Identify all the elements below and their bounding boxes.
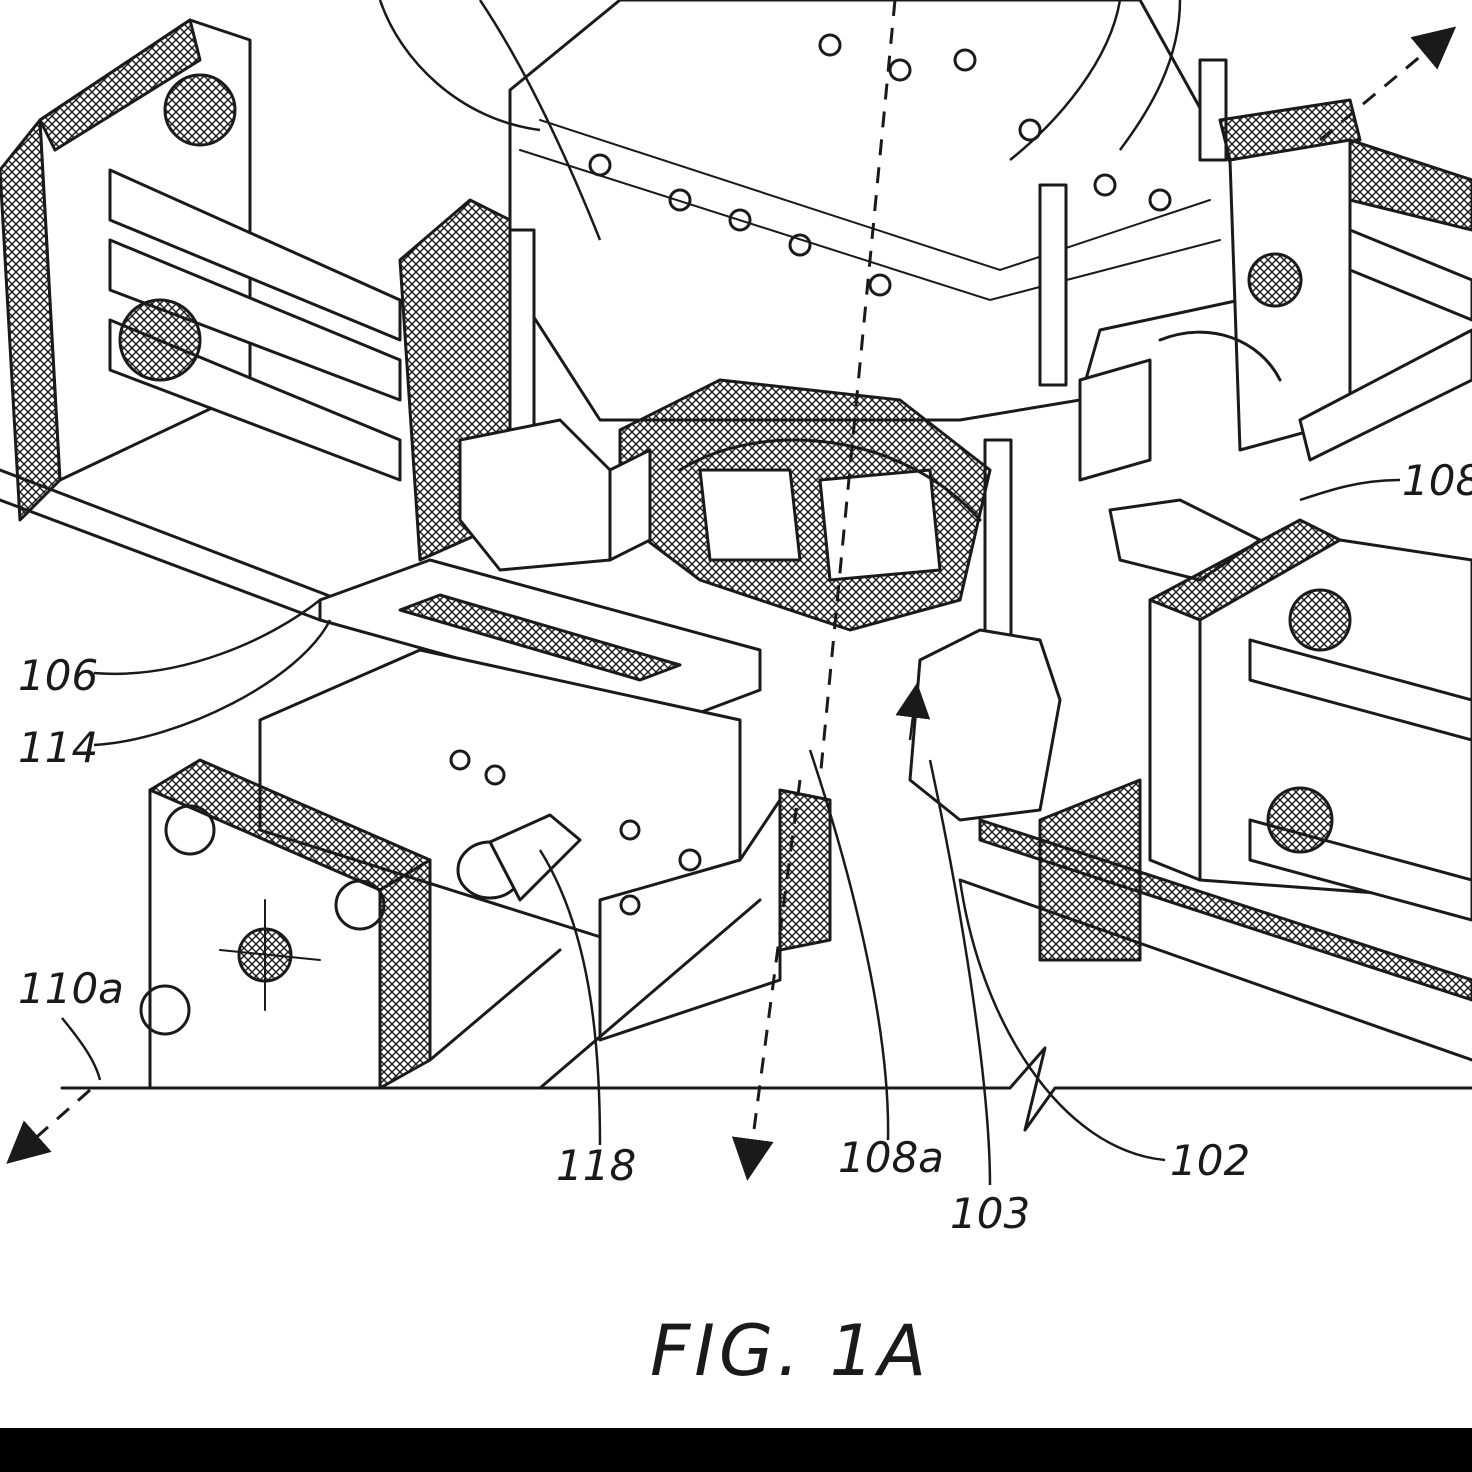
label-106: 106 [18,651,98,700]
label-118: 118 [556,1141,636,1190]
mould-cavity [618,378,992,632]
axis-arrows [6,0,1457,1181]
label-114: 114 [18,723,98,772]
leader-lines [61,0,1401,1186]
guide-posts [508,58,1228,662]
ground-line [60,1046,1472,1132]
label-110a: 110a [18,964,124,1013]
right-clamp-block [908,358,1262,822]
figure-caption: FIG. 1A [650,1310,930,1392]
right-rear-conveyor [1158,98,1472,462]
label-108-partial: 108 [1402,456,1472,505]
left-feed-conveyor [0,18,512,622]
label-102: 102 [1170,1136,1250,1185]
right-feed-conveyor [958,518,1472,1062]
left-clamp-block [458,418,652,572]
front-rails [428,788,832,1090]
label-108a: 108a [838,1133,944,1182]
label-103: 103 [950,1189,1030,1238]
bottom-bar [0,1428,1472,1472]
front-end-plate [139,758,432,1090]
